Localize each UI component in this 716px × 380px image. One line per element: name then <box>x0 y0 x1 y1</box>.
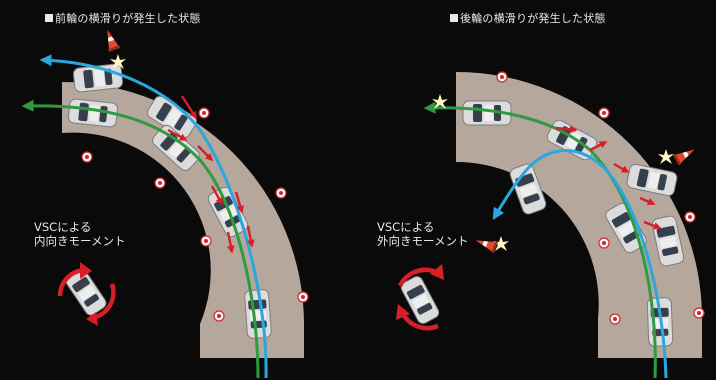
bullet-square-icon <box>450 14 458 22</box>
vsc-label-right: VSCによる 外向きモーメント <box>377 220 469 248</box>
car <box>243 288 273 340</box>
red-arrows-left <box>167 95 255 254</box>
road-sign-marker <box>275 187 287 199</box>
road-sign-marker <box>598 237 610 249</box>
road-sign-marker <box>81 151 93 163</box>
road-sign-marker <box>693 307 705 319</box>
vsc-label-left: VSCによる 内向きモーメント <box>34 220 126 248</box>
panel-title-left: 前輪の横滑りが発生した状態 <box>45 10 201 26</box>
vsc-label-line: 外向きモーメント <box>377 234 469 248</box>
bullet-square-icon <box>45 14 53 22</box>
panel-title-right-text: 後輪の横滑りが発生した状態 <box>460 12 606 25</box>
road-left <box>62 82 304 358</box>
blue-trajectory-path <box>39 54 268 379</box>
rotation-arrow-head <box>430 264 444 280</box>
panel-title-left-text: 前輪の横滑りが発生した状態 <box>55 12 201 25</box>
traffic-cone-icon <box>672 144 698 166</box>
red-arrows-right <box>555 125 662 230</box>
road-sign-marker <box>496 71 508 83</box>
rotation-arrow-head <box>396 304 410 320</box>
road-sign-marker <box>200 235 212 247</box>
road-sign-marker <box>154 177 166 189</box>
road-right <box>456 72 702 358</box>
panel-title-right: 後輪の横滑りが発生した状態 <box>450 10 606 26</box>
road-sign-marker <box>198 107 210 119</box>
green-trajectory-path <box>21 99 260 379</box>
vsc-label-line: VSCによる <box>34 220 92 234</box>
rotation-arrow-head <box>80 262 92 279</box>
road-sign-marker <box>213 310 225 322</box>
rotation-arrow-icon <box>397 267 437 288</box>
rotation-arrow-head <box>86 312 98 326</box>
traffic-cone-icon <box>473 234 498 254</box>
road-sign-marker <box>684 211 696 223</box>
vsc-label-line: VSCによる <box>377 220 435 234</box>
traffic-cone-icon <box>101 27 121 52</box>
road-sign-marker <box>609 313 621 325</box>
road-sign-marker <box>297 291 309 303</box>
impact-spark-icon <box>658 149 674 164</box>
vsc-label-line: 内向きモーメント <box>34 234 126 248</box>
road-sign-marker <box>598 107 610 119</box>
blue-trajectory-path <box>492 149 668 379</box>
